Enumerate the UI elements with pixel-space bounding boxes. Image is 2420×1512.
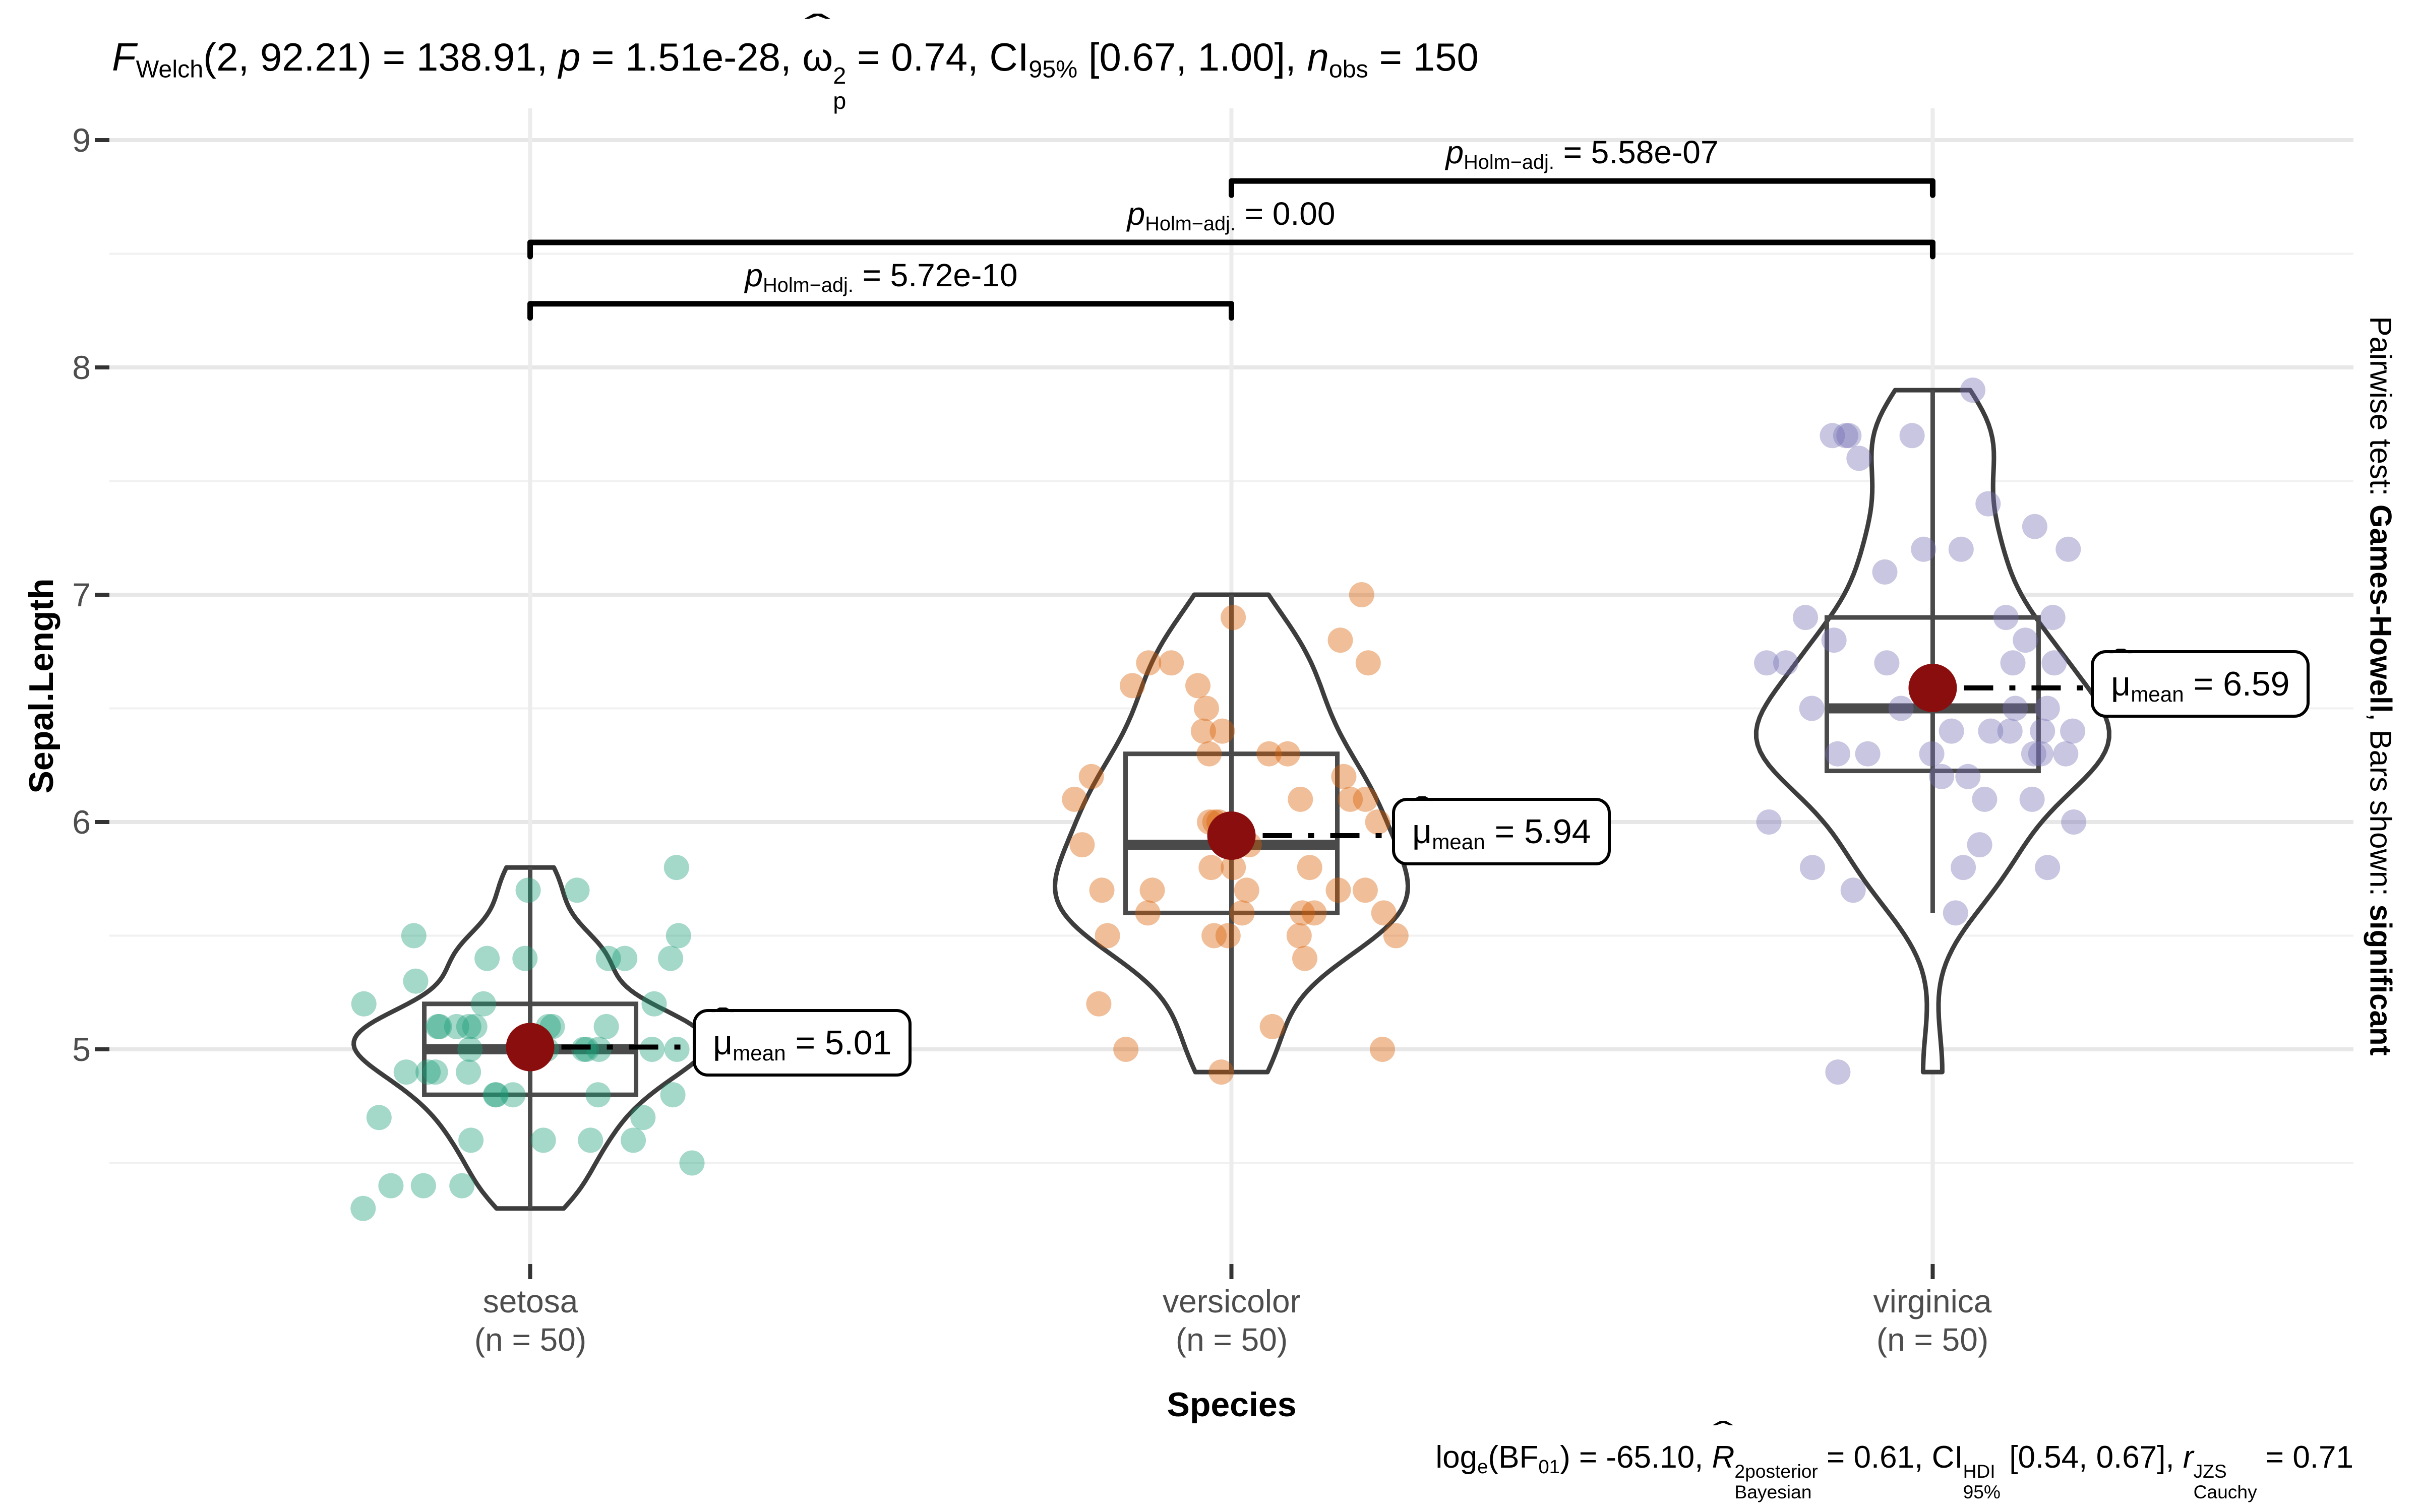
pairwise-p-label-versicolor-virginica: pHolm−adj. = 5.58e-07 (1445, 134, 1719, 174)
f-stat: F (112, 35, 136, 79)
x-tick-virginica: virginica (n = 50) (1873, 1283, 1992, 1358)
x-tick-setosa: setosa (n = 50) (474, 1283, 587, 1358)
y-tick-7: 7 (72, 576, 91, 613)
y-tick-9: 9 (72, 121, 91, 159)
x-tick-versicolor: versicolor (n = 50) (1163, 1283, 1301, 1358)
y-tick-5: 5 (72, 1031, 91, 1068)
pairwise-p-label-setosa-virginica: pHolm−adj. = 0.00 (1127, 196, 1336, 235)
y-tick-6: 6 (72, 803, 91, 841)
stats-subtitle: FWelch(2, 92.21) = 138.91, p = 1.51e-28,… (112, 7, 1479, 114)
x-axis-title: Species (1167, 1385, 1297, 1424)
y-axis-title: Sepal.Length (22, 578, 60, 794)
pairwise-p-label-setosa-versicolor: pHolm−adj. = 5.72e-10 (745, 257, 1018, 297)
pairwise-test-note: Pairwise test: Games-Howell, Bars shown:… (2364, 316, 2398, 1056)
y-tick-8: 8 (72, 349, 91, 386)
